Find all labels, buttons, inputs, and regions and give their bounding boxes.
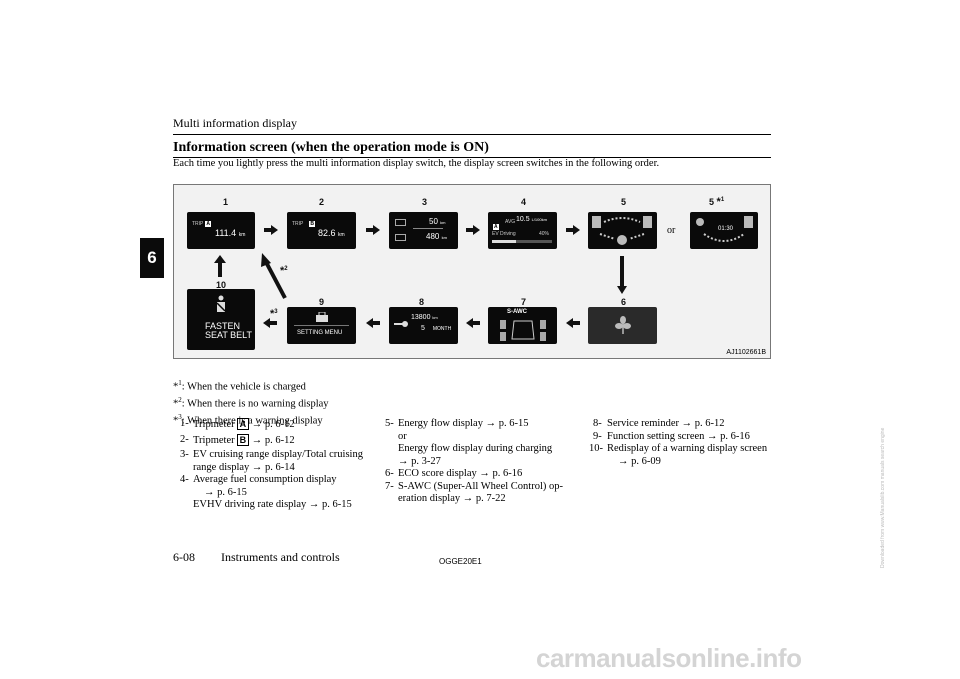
- mark-warning: *3: [270, 308, 278, 320]
- list-item-7: 7-S-AWC (Super-All Wheel Control) op-era…: [385, 480, 563, 505]
- intro-text: Each time you lightly press the multi in…: [173, 158, 660, 169]
- ev-rate-bar-fill: [492, 240, 516, 243]
- screen-setting-menu: SETTING MENU: [287, 307, 356, 344]
- eco-leaf-icon: [615, 316, 631, 334]
- arrow-5-to-6: [617, 256, 627, 294]
- chapter-tab: 6: [140, 238, 164, 278]
- arrow-7-to-8: [466, 318, 480, 328]
- chapter-name: Instruments and controls: [221, 550, 340, 564]
- figure-id: AJ1102661B: [726, 349, 766, 356]
- title-rule: [173, 157, 771, 158]
- arrow-6-to-7: [566, 318, 580, 328]
- fuel-car-icon: [395, 234, 406, 241]
- figure-number-1: 1: [223, 197, 229, 207]
- ev-rate-bar: [492, 240, 552, 243]
- list-column-3: 8-Service reminder → p. 6-12 9-Function …: [589, 418, 767, 468]
- figure-number-7: 7: [521, 297, 527, 307]
- section-title: Information screen (when the operation m…: [173, 140, 489, 155]
- wrench-icon: [394, 321, 408, 327]
- arrow-3-to-4: [466, 225, 480, 235]
- screen-energy-flow: [588, 212, 657, 249]
- footnotes: *1: When the vehicle is charged *2: When…: [173, 377, 329, 428]
- list-item-6: 6-ECO score display → p. 6-16: [385, 468, 523, 479]
- screen-service-reminder: 13800 km 5 MONTH: [389, 307, 458, 344]
- or-label: or: [667, 225, 676, 236]
- list-item-4: 4-Average fuel consumption display→ p. 6…: [180, 474, 352, 510]
- screen-average-fuel: A AVG 10.5 L/100km EV Driving 40%: [488, 212, 557, 249]
- list-item-3: 3-EV cruising range display/Total cruisi…: [180, 449, 363, 473]
- running-head: Multi information display: [173, 116, 297, 130]
- ev-car-icon: [395, 219, 406, 226]
- seat-belt-warning-icon: [216, 295, 226, 312]
- footnote-2: *2: When there is no warning display: [173, 396, 329, 410]
- charging-graphic: [696, 216, 753, 242]
- screen-warning-redisplay: FASTEN SEAT BELT: [187, 289, 255, 350]
- figure-number-6: 6: [621, 297, 627, 307]
- watermark-small: Downloaded from www.Manualslib.com manua…: [880, 427, 886, 568]
- mark-no-warning: *2: [280, 265, 288, 277]
- screen-energy-flow-charging: 01:30: [690, 212, 758, 249]
- header-rule: [173, 134, 771, 135]
- figure-number-8: 8: [419, 297, 425, 307]
- page-number: 6-08: [173, 550, 195, 564]
- arrow-9-to-1-diagonal: [260, 253, 288, 299]
- arrow-1-to-2: [264, 225, 278, 235]
- energy-flow-graphic: [592, 216, 652, 245]
- footnote-1: *1: When the vehicle is charged: [173, 379, 306, 393]
- arrow-2-to-3: [366, 225, 380, 235]
- screen-s-awc: S-AWC: [488, 307, 557, 344]
- arrow-8-to-9: [366, 318, 380, 328]
- screen-cruising-range: 50 km 480 km: [389, 212, 458, 249]
- arrow-4-to-5: [566, 225, 580, 235]
- watermark: carmanualsonline.info: [536, 643, 802, 673]
- footnote-3: *3: When there is a warning display: [173, 413, 323, 427]
- list-item-8: 8-Service reminder → p. 6-12: [593, 418, 725, 429]
- toolbox-icon: [316, 312, 328, 322]
- list-item-10: 10-Redisplay of a warning display screen…: [589, 443, 768, 467]
- list-item-9: 9-Function setting screen → p. 6-16: [593, 430, 750, 442]
- figure-number-2: 2: [319, 197, 325, 207]
- range-divider: [413, 228, 443, 229]
- figure-number-4: 4: [521, 197, 527, 207]
- figure-number-5: 5: [621, 197, 627, 207]
- figure-number-3: 3: [422, 197, 428, 207]
- arrow-9-to-10: [263, 318, 277, 328]
- screen-eco-score: [588, 307, 657, 344]
- figure-number-10: 10: [216, 280, 227, 290]
- document-code: OGGE20E1: [439, 557, 482, 566]
- s-awc-vehicle-graphic: [500, 320, 546, 341]
- figure-number-9: 9: [319, 297, 325, 307]
- arrow-10-to-1: [214, 255, 226, 277]
- figure-number-5-charging: 5 *1: [709, 196, 725, 208]
